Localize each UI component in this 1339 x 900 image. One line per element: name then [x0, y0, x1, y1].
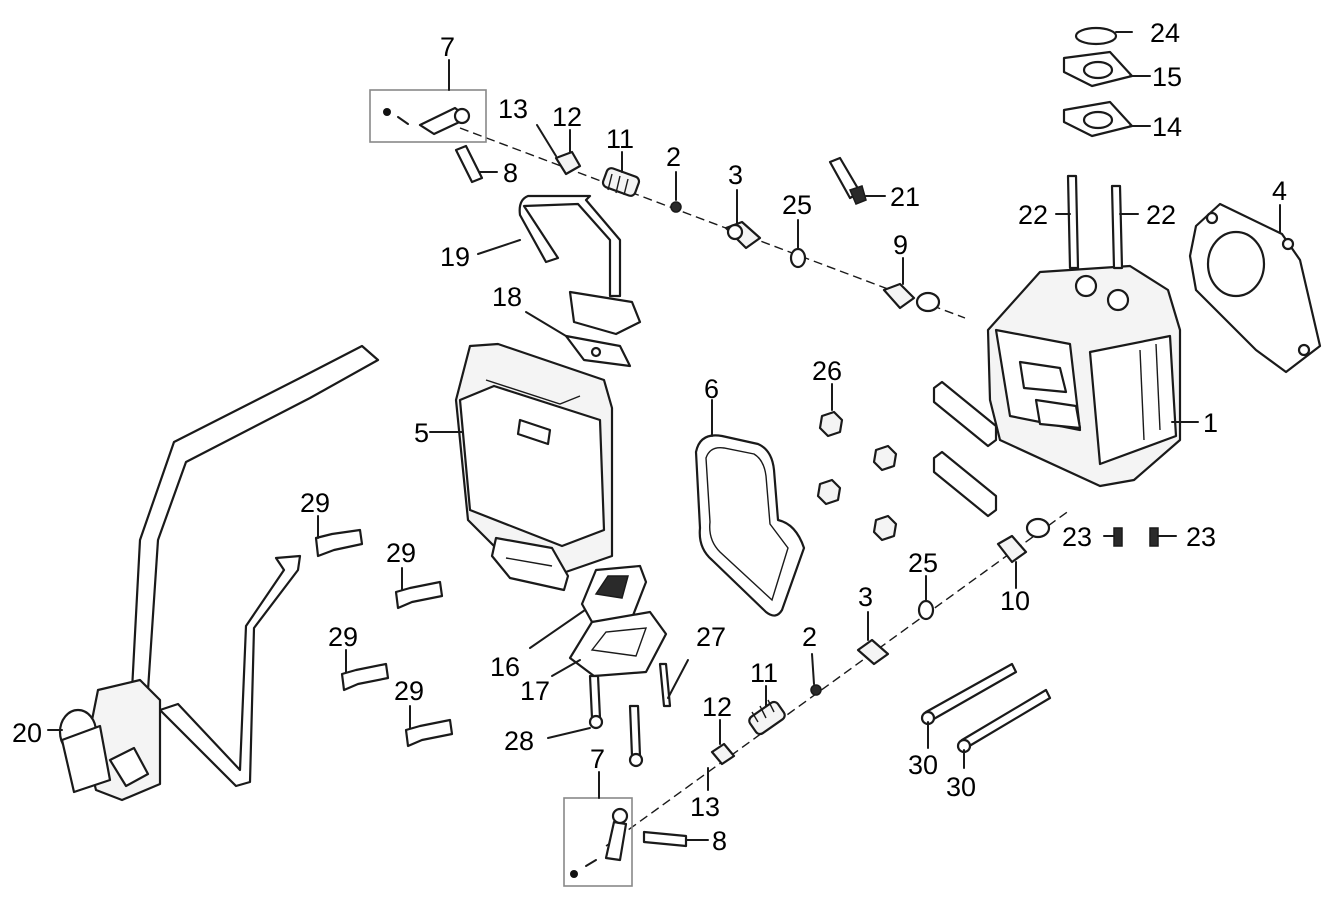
part-19-pipe: [477, 194, 642, 336]
part-27-bolt: [658, 659, 689, 708]
part-2-upper-ball: [670, 171, 682, 213]
callout-9: 9: [893, 230, 908, 260]
callout-29-d: 29: [394, 676, 424, 706]
callout-16: 16: [490, 652, 520, 682]
callout-3-lower: 3: [858, 582, 873, 612]
callout-10: 10: [1000, 586, 1030, 616]
callout-29-c: 29: [328, 622, 358, 652]
part-11-upper-spring: [601, 151, 641, 197]
part-23-dowels: [1103, 527, 1177, 547]
callout-6: 6: [704, 374, 719, 404]
part-12-lower-nut: [707, 719, 736, 791]
part-29-bolts: [314, 515, 454, 748]
callout-13-upper: 13: [498, 94, 528, 124]
part-7-upper-kit: [369, 59, 487, 143]
callout-1: 1: [1203, 408, 1218, 438]
part-7-lower-kit: [563, 771, 633, 887]
lower-assembly-axis: [605, 509, 1071, 847]
callout-23-right: 23: [1186, 522, 1216, 552]
part-24-15-14-flange: [1062, 26, 1151, 138]
callout-5: 5: [414, 418, 429, 448]
part-8-upper-pin: [454, 144, 498, 184]
callout-7-upper: 7: [440, 32, 455, 62]
part-4-head-gasket: [1188, 202, 1322, 374]
callout-30-right: 30: [946, 772, 976, 802]
part-21-spark-plug: [828, 156, 886, 205]
part-28-bolts: [547, 674, 644, 768]
part-11-lower-spring: [748, 685, 786, 736]
callout-19: 19: [440, 242, 470, 272]
part-25-upper-oring: [789, 219, 807, 269]
part-25-lower-oring: [917, 575, 935, 621]
callout-30-left: 30: [908, 750, 938, 780]
callout-17: 17: [520, 676, 550, 706]
callout-18: 18: [492, 282, 522, 312]
part-8-lower-pin: [642, 830, 709, 848]
callout-2-upper: 2: [666, 142, 681, 172]
callout-27: 27: [696, 622, 726, 652]
callout-22-right: 22: [1146, 200, 1176, 230]
callout-23-left: 23: [1062, 522, 1092, 552]
callout-26: 26: [812, 356, 842, 386]
part-2-lower-ball: [810, 653, 822, 696]
callout-22-left: 22: [1018, 200, 1048, 230]
callout-25-lower: 25: [908, 548, 938, 578]
callout-25-upper: 25: [782, 190, 812, 220]
upper-assembly-axis: [459, 127, 966, 319]
part-30-long-bolts: [920, 662, 1052, 769]
callout-12-lower: 12: [702, 692, 732, 722]
callout-8-lower: 8: [712, 826, 727, 856]
part-3-upper-fitting: [724, 189, 762, 250]
callout-4: 4: [1272, 176, 1287, 206]
part-10-cap: [996, 517, 1051, 589]
callout-11-upper: 11: [606, 124, 634, 154]
part-22-studs: [1055, 174, 1139, 270]
callout-20: 20: [12, 718, 42, 748]
part-18-gasket: [525, 311, 632, 368]
part-9-cap: [882, 257, 941, 313]
callout-8-upper: 8: [503, 158, 518, 188]
callout-13-lower: 13: [690, 792, 720, 822]
callout-15: 15: [1152, 62, 1182, 92]
callout-7-lower: 7: [590, 744, 605, 774]
callout-29-a: 29: [300, 488, 330, 518]
callout-14: 14: [1152, 112, 1182, 142]
callout-29-b: 29: [386, 538, 416, 568]
part-3-lower-fitting: [856, 611, 890, 666]
side-plates: [932, 380, 998, 518]
part-5-head-cover: [429, 342, 614, 592]
callout-labels: 1 2 2 3 3 4 5 6 7 7 8 8 9 10 11 11 12 12…: [12, 18, 1287, 856]
part-1-cylinder-head: [986, 264, 1199, 488]
callout-24: 24: [1150, 18, 1180, 48]
callout-2-lower: 2: [802, 622, 817, 652]
part-12-upper-nut: [536, 124, 582, 176]
callout-3-upper: 3: [728, 160, 743, 190]
part-26-nuts: [816, 383, 898, 542]
callout-21: 21: [890, 182, 920, 212]
callout-28: 28: [504, 726, 534, 756]
callout-11-lower: 11: [750, 658, 778, 688]
callout-12-upper: 12: [552, 102, 582, 132]
part-6-gasket: [694, 399, 806, 617]
part-20-air-valve: [47, 344, 380, 802]
